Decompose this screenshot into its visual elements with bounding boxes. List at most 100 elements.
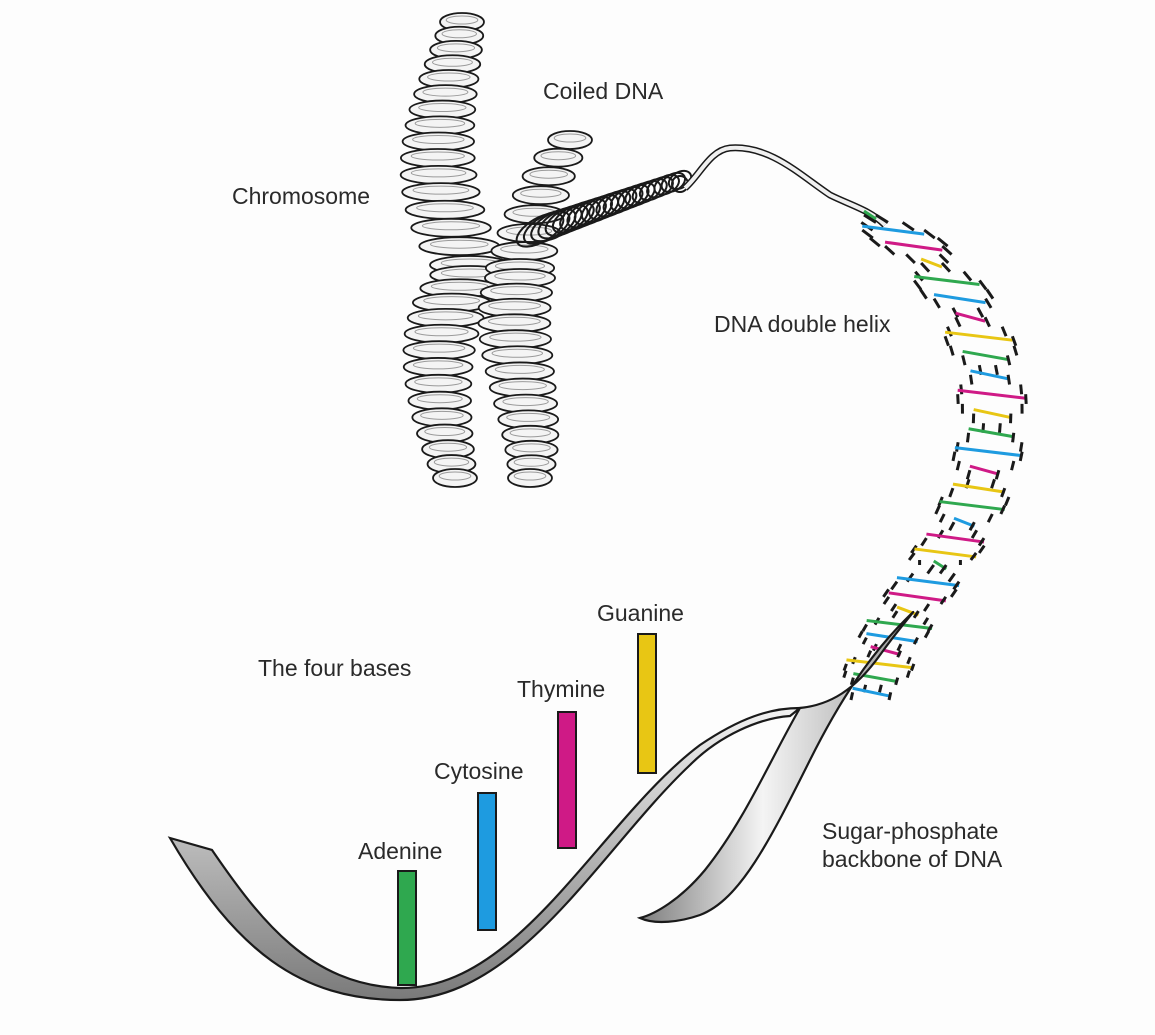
helix-strand-b [894, 677, 900, 686]
chromosome-left-ring-shade [438, 471, 472, 481]
helix-strand-a [954, 316, 962, 328]
helix-base-pair [846, 658, 915, 670]
helix-strand-b [998, 423, 1002, 433]
chromosome-left-ring-shade [436, 43, 476, 53]
label-guanine: Guanine [597, 600, 684, 626]
chromosome-right-ring-shade [494, 364, 545, 374]
label-sugar-phosphate-backbone: Sugar-phosphate backbone of DNA [822, 818, 1002, 873]
helix-strand-a [882, 595, 891, 605]
helix-strand-b [875, 213, 889, 224]
base-bar-adenine [397, 870, 417, 986]
helix-strand-b [985, 288, 995, 300]
label-coiled-dna: Coiled DNA [543, 78, 664, 104]
helix-strand-a [951, 451, 957, 462]
helix-strand-b [922, 603, 931, 612]
helix-strand-b [986, 513, 994, 523]
chromosome-right-ring-shade [509, 428, 552, 438]
helix-base-pair [939, 500, 1005, 512]
chromosome-left-ring-shade [423, 296, 480, 306]
dna-double-helix-illustration [842, 209, 1028, 701]
helix-strand-a [905, 253, 916, 265]
helix-strand-b [962, 270, 973, 282]
chromosome-left-ring-shade [412, 343, 466, 353]
chromosome-right-ring-shade [487, 316, 541, 326]
helix-strand-b [1019, 384, 1024, 395]
coil-loop [667, 169, 693, 191]
helix-base-pair [863, 209, 877, 221]
chromosome-left-ring-shade [410, 151, 465, 161]
helix-strand-a [951, 307, 960, 318]
helix-base-pair [955, 311, 986, 323]
helix-base-pair [969, 464, 1000, 476]
helix-strand-b [1011, 432, 1016, 443]
label-thymine: Thymine [517, 676, 606, 702]
helix-strand-b [896, 643, 903, 652]
helix-strand-b [936, 236, 949, 248]
helix-strand-a [861, 228, 874, 240]
helix-strand-b [999, 504, 1007, 515]
chromosome-left-ring-shade [412, 185, 470, 195]
label-backbone-line-2: backbone of DNA [822, 845, 1003, 872]
helix-strand-a [961, 355, 967, 366]
helix-strand-b [969, 552, 978, 561]
chromosome-left-ring-shade [414, 118, 466, 128]
helix-strand-b [994, 364, 999, 376]
chromosome-left-ring-shade [427, 72, 471, 82]
helix-base-pair [862, 224, 925, 236]
helix-base-pair [896, 576, 960, 588]
helix-strand-b [978, 279, 988, 291]
helix-strand-b [887, 691, 893, 701]
chromosome-right-ring-shade [553, 133, 587, 143]
chromosome-right-ring-shade [513, 471, 547, 481]
helix-strand-b [910, 663, 916, 672]
helix-strand-b [947, 572, 956, 583]
helix-strand-b [952, 580, 961, 591]
chromosome-right-ring-shade [520, 188, 562, 198]
chromosome-left-ring-shade [441, 29, 478, 39]
four-bases-bars [397, 633, 657, 986]
helix-strand-a [920, 537, 928, 547]
helix-strand-b [912, 636, 919, 645]
helix-strand-b [923, 228, 936, 240]
helix-strand-b [984, 297, 993, 309]
helix-base-pair [953, 516, 975, 528]
helix-strand-a [849, 677, 855, 686]
helix-strand-b [1003, 496, 1011, 507]
chromosome-right-ring-shade [488, 301, 542, 311]
helix-strand-a [932, 297, 941, 309]
helix-strand-a [934, 504, 941, 515]
chromosome-right-ring-shade [513, 457, 550, 467]
helix-strand-a [910, 544, 918, 554]
helix-base-pair [944, 330, 1013, 342]
helix-strand-b [938, 253, 950, 265]
helix-strand-b [1005, 355, 1012, 366]
chromosome-right-ring-shade [512, 443, 551, 453]
chromosome-left-ring-shade [416, 394, 463, 404]
helix-strand-a [965, 469, 972, 480]
helix-base-pair [896, 605, 919, 617]
chromosome-left-ring-shade [428, 442, 468, 452]
helix-strand-a [919, 288, 928, 300]
chromosome-right-ring-shade [529, 169, 569, 179]
helix-strand-a [861, 623, 868, 632]
chromosome-left-ring-shade [410, 168, 467, 178]
helix-base-pair [968, 427, 1015, 439]
helix-base-pair [888, 591, 947, 603]
chromosome-left-ring-shade [445, 15, 479, 25]
helix-strand-a [861, 636, 868, 645]
helix-base-pair [914, 275, 980, 286]
chromosome-left-ring-shade [431, 57, 473, 67]
chromosome-left-ring-shade [433, 457, 470, 467]
helix-strand-a [956, 394, 960, 405]
label-cytosine: Cytosine [434, 758, 524, 784]
helix-base-pair [914, 547, 977, 559]
helix-strand-a [955, 460, 961, 471]
helix-strand-b [990, 478, 996, 489]
helix-strand-a [968, 374, 974, 385]
helix-base-pair [957, 388, 1026, 400]
helix-strand-b [983, 316, 991, 328]
helix-strand-a [884, 245, 896, 256]
base-bar-cytosine [477, 792, 497, 931]
base-bar-thymine [557, 711, 577, 849]
helix-strand-a [882, 588, 890, 598]
